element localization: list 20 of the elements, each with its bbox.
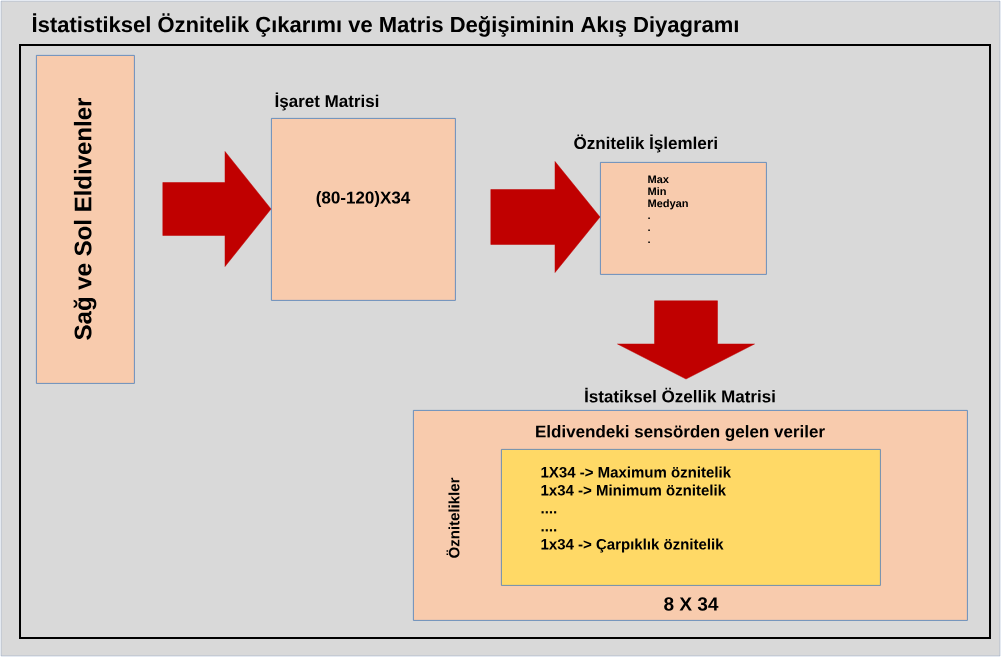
node-label: .	[648, 217, 650, 220]
matrix-box: (80-120)X34	[271, 118, 456, 301]
feature-box: 1X34 -> Maximum öznitelik 1x34 -> Minimum öznitelik .... .... 1x34 -> Çarpıklık öznitelik	[501, 449, 881, 586]
box-heading: İstatiksel Özellik Matrisi	[585, 387, 775, 403]
block-arrow	[490, 161, 601, 273]
block-arrow	[617, 300, 755, 380]
block-arrow	[162, 151, 272, 267]
operations-box: Max Min Medyan . . .	[600, 162, 767, 275]
node-label: .	[648, 241, 650, 244]
node-label: .	[648, 229, 650, 232]
node-label: 8 X 34	[664, 597, 719, 611]
rotated-box: Sağ ve Sol Eldivenler	[36, 55, 135, 384]
title: İstatistiksel Öznitelik Çıkarımı ve Matris Değişiminin Akış Diyagramı	[33, 13, 738, 37]
node-label: Max	[648, 175, 669, 184]
node-label: Min	[648, 187, 666, 196]
node-label: Medyan	[648, 199, 688, 210]
box-heading: Öznitelik İşlemleri	[574, 134, 717, 153]
node-label: Eldivendeki sensörden gelen veriler	[536, 425, 825, 441]
box-heading: İşaret Matrisi	[275, 92, 379, 111]
node-label: Öznitelikler	[446, 477, 460, 558]
